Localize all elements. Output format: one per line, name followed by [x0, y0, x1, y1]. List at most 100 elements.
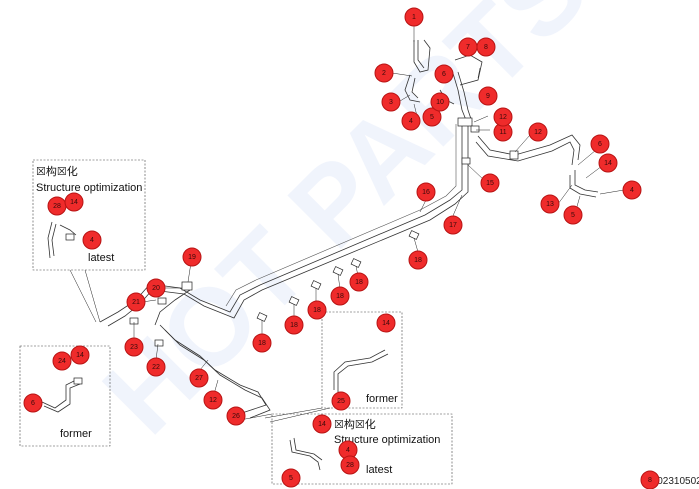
callout-circle [401, 111, 421, 131]
callout-label: 2 [382, 70, 386, 77]
callout-circle [23, 393, 43, 413]
callout-label: 14 [382, 320, 390, 327]
callout-c18b: 18 [349, 272, 369, 292]
callout-label: 3 [389, 99, 393, 106]
callout-c4d: 4 [338, 440, 358, 460]
callout-c22: 22 [146, 357, 166, 377]
callout-label: 24 [58, 358, 66, 365]
callout-circle [540, 194, 560, 214]
callout-label: 23 [130, 344, 138, 351]
callout-c14d: 14 [376, 313, 396, 333]
callout-circle [281, 468, 301, 488]
callout-c16: 16 [416, 182, 436, 202]
callout-label: 28 [346, 462, 354, 469]
callout-label: 12 [499, 114, 507, 121]
callout-label: 18 [290, 322, 298, 329]
callout-label: 1 [412, 14, 416, 21]
callout-c5b: 5 [563, 205, 583, 225]
callout-circle [330, 286, 350, 306]
callout-circle [408, 250, 428, 270]
inset-br-caption: latest [366, 464, 392, 476]
callout-label: 4 [630, 187, 634, 194]
callout-circle [598, 153, 618, 173]
callout-label: 10 [436, 99, 444, 106]
callout-circle [349, 272, 369, 292]
inset-tl-subtitle: Structure optimization [36, 182, 142, 194]
callout-c13: 13 [540, 194, 560, 214]
callout-c14c: 14 [70, 345, 90, 365]
callout-label: 13 [546, 201, 554, 208]
callout-circle [189, 368, 209, 388]
callout-label: 17 [449, 222, 457, 229]
callout-circle [376, 313, 396, 333]
callout-c3: 3 [381, 92, 401, 112]
callout-c18e: 18 [284, 315, 304, 335]
callout-label: 11 [499, 129, 506, 136]
callout-label: 20 [152, 285, 160, 292]
callout-label: 14 [70, 199, 78, 206]
callout-c5c: 5 [281, 468, 301, 488]
callout-label: 21 [132, 299, 140, 306]
inset-tl-title: ☒构☒化 [36, 164, 78, 178]
callout-label: 27 [195, 375, 203, 382]
callout-circle [284, 315, 304, 335]
callout-c18f: 18 [252, 333, 272, 353]
callout-c15: 15 [480, 173, 500, 193]
callout-c4b: 4 [622, 180, 642, 200]
callout-c24: 24 [52, 351, 72, 371]
callout-label: 28 [53, 203, 61, 210]
callout-label: 8 [484, 44, 488, 51]
inset-br-subtitle: Structure optimization [334, 434, 440, 446]
callout-label: 7 [466, 44, 470, 51]
callout-c6b: 6 [590, 134, 610, 154]
callout-c18d: 18 [307, 300, 327, 320]
callout-circle [126, 292, 146, 312]
inset-tl-caption: latest [88, 252, 114, 264]
inset-top-left: ☒构☒化 Structure optimization latest [32, 159, 146, 323]
callout-label: 19 [188, 254, 196, 261]
callout-circle [528, 122, 548, 142]
callout-circle [443, 215, 463, 235]
inset-bl-caption: former [60, 428, 92, 440]
callout-circle [404, 7, 424, 27]
callout-label: 12 [534, 129, 542, 136]
callout-c14a: 14 [598, 153, 618, 173]
inset-bottom-right: ☒构☒化 Structure optimization latest [239, 413, 453, 485]
callout-circle [590, 134, 610, 154]
callout-c28a: 28 [47, 196, 67, 216]
callout-circle [124, 337, 144, 357]
pipe-clips [129, 157, 471, 347]
callout-label: 18 [414, 257, 422, 264]
callout-circle [640, 470, 660, 489]
callout-c19: 19 [182, 247, 202, 267]
callout-circle [226, 406, 246, 426]
callout-c4a: 4 [401, 111, 421, 131]
main-pipe-bundle [99, 120, 469, 419]
callout-circle [52, 351, 72, 371]
callout-c14b: 14 [64, 192, 84, 212]
callout-label: 12 [209, 397, 217, 404]
callout-circle [374, 63, 394, 83]
callout-label: 15 [486, 180, 494, 187]
callout-label: 5 [571, 212, 575, 219]
callout-c8b: 8 [640, 470, 660, 489]
callout-label: 14 [76, 352, 84, 359]
callout-circle [478, 86, 498, 106]
callout-label: 14 [318, 421, 326, 428]
callout-circle [430, 92, 450, 112]
callout-circle [203, 390, 223, 410]
diagram-code: B202310502 [645, 476, 699, 487]
callout-label: 5 [289, 475, 293, 482]
callout-circle [434, 64, 454, 84]
callout-c18a: 18 [408, 250, 428, 270]
callout-label: 14 [604, 160, 612, 167]
callout-c28b: 28 [340, 455, 360, 475]
callout-label: 4 [409, 118, 413, 125]
callout-label: 5 [430, 114, 434, 121]
callout-label: 25 [337, 398, 345, 405]
watermark: HOT PARTS [80, 0, 611, 457]
callout-label: 16 [422, 189, 430, 196]
callout-circle [416, 182, 436, 202]
callout-circle [70, 345, 90, 365]
callout-circle [331, 391, 351, 411]
